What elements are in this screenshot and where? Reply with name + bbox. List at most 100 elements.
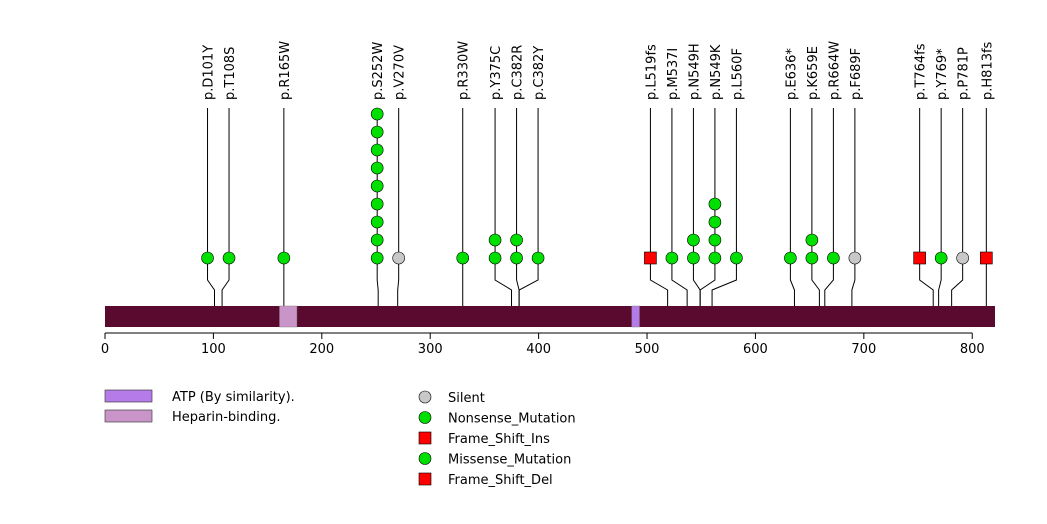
protein-backbone-group [105,305,995,328]
mutation-marker [456,251,470,265]
x-tick-label: 700 [851,342,876,357]
mutation-marker [370,197,384,211]
mutation-label: p.R165W [278,41,293,100]
domain-region [279,305,298,328]
mutation-stem [851,108,856,306]
mutation-stem [649,108,669,306]
legend-mutation-marker [418,452,432,465]
mutation-label: p.R664W [827,41,842,100]
mutation-label: p.T108S [223,47,238,100]
mutation-label: p.P781P [957,47,972,100]
mutation-marker [708,215,722,229]
x-axis: 0 100 200 300 400 500 600 700 800 [101,332,985,357]
mutation-label: p.C382Y [532,46,547,100]
mutation-marker [644,251,657,265]
legend-mutation-label: Frame_Shift_Del [448,473,553,488]
mutation-marker [277,251,291,265]
mutation-stem [938,108,942,306]
mutation-marker [805,233,819,247]
mutation-label: p.V270V [393,45,408,100]
legend-mutation-label: Frame_Shift_Ins [448,432,550,447]
mutation-label: p.R330W [457,41,472,100]
mutation-marker [370,143,384,157]
mutation-marker [392,251,405,265]
mutation-stem [919,108,934,306]
mutation-marker [370,215,384,229]
mutation-marker [222,251,236,265]
mutation-label: p.F689F [849,48,864,100]
legend-domain-swatch [104,409,153,423]
legend-mutation-marker [418,431,432,445]
mutation-marker [370,125,384,139]
mutation-label: p.Y769* [935,48,950,100]
mutation-label: p.N549H [687,43,702,100]
mutation-markers [201,107,993,265]
legend-mutation-marker [418,390,432,404]
mutation-label: p.Y375C [489,46,504,100]
mutation-label: p.E636* [784,48,799,100]
legend-mutation-label: Missense_Mutation [448,453,571,468]
mutation-marker [370,107,384,121]
x-tick-label: 200 [309,342,334,357]
legend-mutation-label: Nonsense_Mutation [448,412,576,427]
mutation-stem [221,108,230,306]
domain-region [631,305,640,328]
mutation-marker [370,233,384,247]
mutation-stem [789,108,795,306]
mutation-label: p.D101Y [202,45,217,100]
mutation-stem [397,108,400,306]
mutation-marker [531,251,545,265]
mutation-marker [956,251,969,265]
legend-mutation-label: Silent [448,391,485,406]
mutation-marker [708,197,722,211]
x-tick-label: 300 [418,342,443,357]
mutation-marker [934,251,948,265]
mutation-stem [711,108,737,306]
mutation-marker [510,251,523,265]
mutation-label: p.T764fs [914,43,929,100]
mutation-marker [708,251,722,265]
mutation-marker [370,179,384,193]
mutation-marker [827,251,840,265]
mutation-stem [207,108,215,306]
mutation-marker [708,233,722,247]
legend-domain-label: Heparin-binding. [172,410,280,425]
legend: ATP (By similarity). Heparin-binding. Sile… [104,389,576,488]
legend-mutation-marker [418,472,432,486]
mutation-stem [699,108,716,306]
mutation-marker [848,251,862,265]
mutation-label: p.L519fs [644,44,659,100]
mutation-stem [494,108,513,306]
mutation-stem [516,108,520,306]
mutation-marker [784,251,797,265]
mutation-marker [665,251,679,265]
mutation-stems [207,108,987,306]
x-tick-label: 800 [960,342,985,357]
mutation-marker [488,251,502,265]
legend-domain-swatch [104,389,153,403]
mutation-marker [510,233,523,247]
mutation-labels: p.D101Y p.T108S p.R165W p.S252W p.V270V p.R33… [202,41,996,100]
x-tick-label: 500 [635,342,660,357]
x-tick-label: 100 [201,342,226,357]
mutation-marker [805,251,819,265]
mutation-label: p.S252W [371,42,386,100]
x-tick-label: 0 [101,342,109,357]
mutation-label: p.L560F [730,48,745,100]
mutation-marker [980,251,993,265]
mutation-stem [824,108,834,306]
mutation-marker [370,251,384,265]
mutation-marker [370,161,384,175]
mutation-stem [671,108,688,306]
mutation-marker [687,233,700,247]
x-tick-label: 600 [743,342,768,357]
legend-domain-label: ATP (By similarity). [172,390,295,405]
x-tick-label: 400 [526,342,551,357]
legend-mutation-marker [418,411,432,424]
mutation-label: p.C382R [511,45,526,100]
mutation-marker [730,251,743,265]
mutation-stem [811,108,820,306]
mutation-label: p.N549K [709,44,724,100]
mutation-label: p.H813fs [980,41,995,100]
